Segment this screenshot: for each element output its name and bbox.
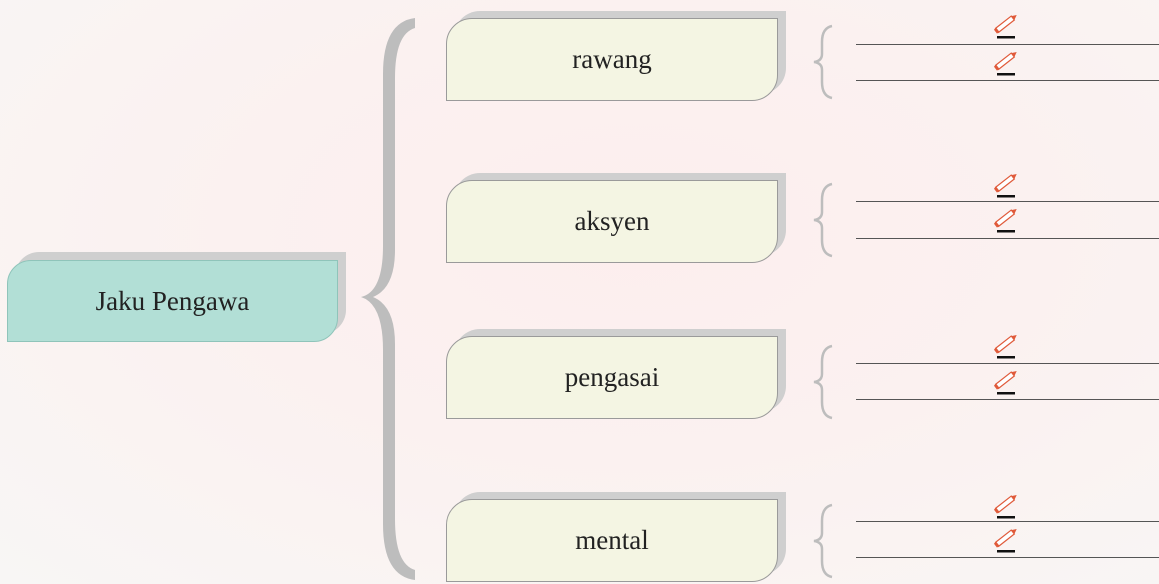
main-topic-node: Jaku Pengawa <box>7 260 338 342</box>
small-brace-icon <box>813 182 833 258</box>
small-brace-icon <box>813 24 833 100</box>
pencil-icon <box>993 173 1017 198</box>
branch-node-aksyen: aksyen <box>446 180 778 263</box>
small-brace-icon <box>813 344 833 420</box>
answer-line[interactable] <box>856 44 1159 45</box>
answer-line[interactable] <box>856 557 1159 558</box>
branch-label: rawang <box>572 44 652 74</box>
branch-node-pengasai: pengasai <box>446 336 778 419</box>
pencil-icon <box>993 494 1017 519</box>
answer-line[interactable] <box>856 399 1159 400</box>
pencil-icon <box>993 14 1017 39</box>
branch-node-rawang: rawang <box>446 18 778 101</box>
answer-line[interactable] <box>856 521 1159 522</box>
answer-line[interactable] <box>856 80 1159 81</box>
pencil-icon <box>993 528 1017 553</box>
large-brace-icon <box>361 18 415 580</box>
branch-label: mental <box>575 525 649 555</box>
branch-node-mental: mental <box>446 499 778 582</box>
branch-label: pengasai <box>564 362 660 392</box>
answer-line[interactable] <box>856 238 1159 239</box>
pencil-icon <box>993 370 1017 395</box>
pencil-icon <box>993 51 1017 76</box>
answer-line[interactable] <box>856 363 1159 364</box>
pencil-icon <box>993 334 1017 359</box>
small-brace-icon <box>813 503 833 579</box>
main-topic-label: Jaku Pengawa <box>95 285 250 316</box>
branch-label: aksyen <box>574 206 650 236</box>
pencil-icon <box>993 208 1017 233</box>
answer-line[interactable] <box>856 201 1159 202</box>
